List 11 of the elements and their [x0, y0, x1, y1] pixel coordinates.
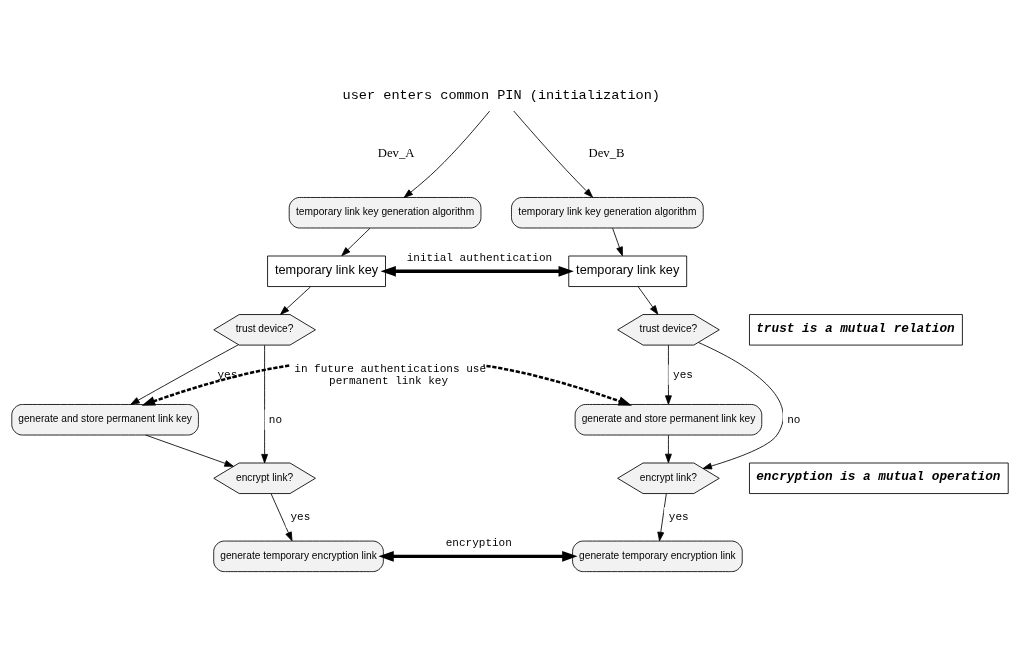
- edge-label: initial authentication: [406, 252, 553, 265]
- label: Dev_B: [588, 146, 625, 161]
- edge-label: encryption: [445, 537, 512, 550]
- edge-label: yes: [290, 511, 311, 524]
- node-text: user enters common PIN (initialization): [342, 87, 661, 103]
- edge-label: yes: [673, 368, 693, 381]
- edge-label: no: [268, 413, 283, 426]
- edge-label: no: [787, 413, 801, 426]
- edge-label: yes: [668, 511, 689, 524]
- edge-label: in future authentications use permanent link key: [294, 362, 487, 387]
- label: Dev_A: [377, 146, 415, 161]
